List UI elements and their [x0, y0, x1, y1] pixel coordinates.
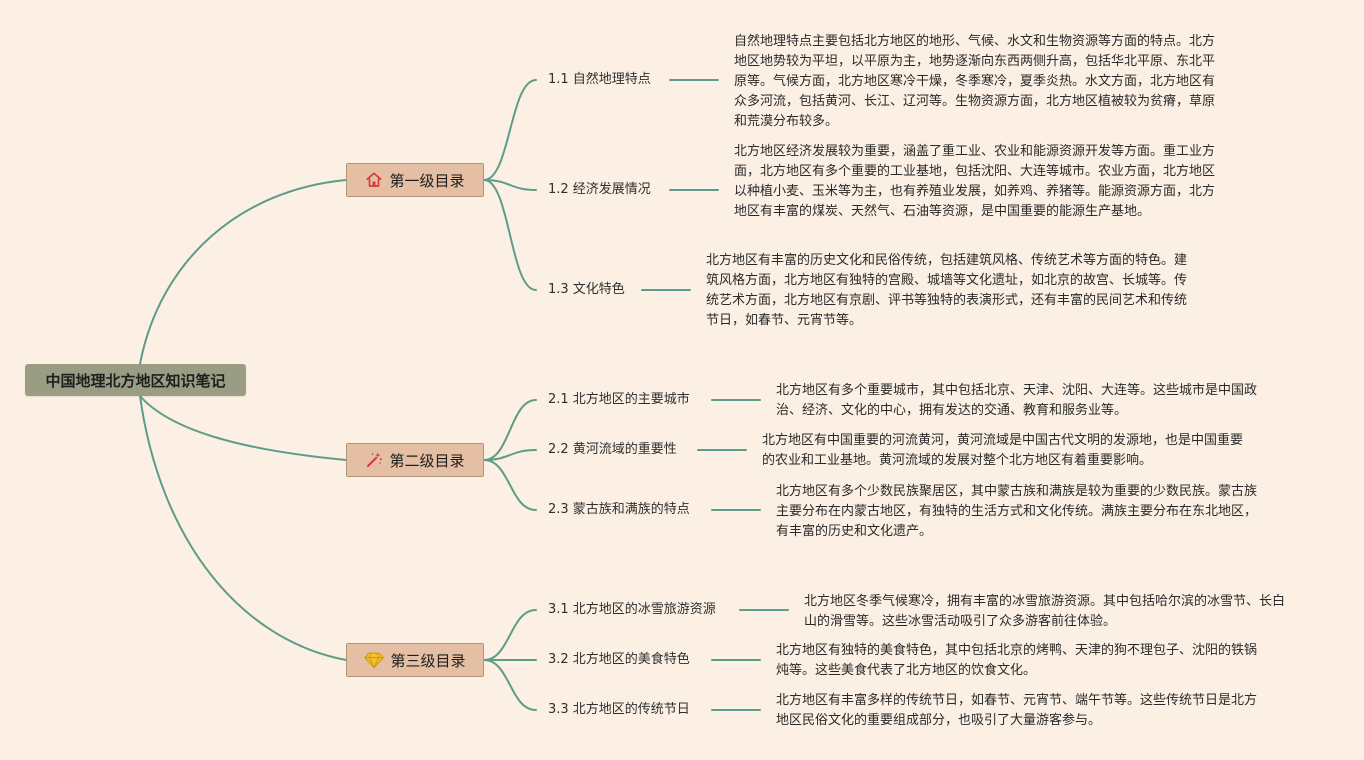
- magic-wand-icon: [367, 452, 383, 467]
- note-3-3[interactable]: 北方地区有丰富多样的传统节日，如春节、元宵节、端午节等。这些传统节日是北方地区民…: [776, 693, 1258, 728]
- branch-label: 第二级目录: [389, 451, 465, 470]
- connector-root-branch-2: [139, 395, 347, 461]
- subtopic-2-3[interactable]: 2.3 蒙古族和满族的特点: [548, 502, 690, 517]
- home-icon: [366, 172, 383, 187]
- note-3-1[interactable]: 北方地区冬季气候寒冷，拥有丰富的冰雪旅游资源。其中包括哈尔滨的冰雪节、长白山的滑…: [804, 594, 1286, 629]
- connector-b1-c3: [483, 179, 537, 291]
- branch-label: 第三级目录: [390, 651, 466, 670]
- connector-b2-c1: [483, 399, 537, 461]
- subtopic-1-3[interactable]: 1.3 文化特色: [548, 282, 625, 297]
- root-topic[interactable]: 中国地理北方地区知识笔记: [25, 364, 246, 396]
- note-1-1[interactable]: 自然地理特点主要包括北方地区的地形、气候、水文和生物资源等方面的特点。北方地区地…: [734, 34, 1216, 129]
- branch-label: 第一级目录: [389, 171, 465, 190]
- branch-topic-2[interactable]: 第二级目录: [346, 443, 484, 477]
- diamond-icon: [364, 652, 385, 669]
- connector-b1-c1: [483, 79, 537, 181]
- subtopic-1-2[interactable]: 1.2 经济发展情况: [548, 182, 651, 197]
- note-2-3[interactable]: 北方地区有多个少数民族聚居区，其中蒙古族和满族是较为重要的少数民族。蒙古族主要分…: [776, 484, 1258, 539]
- subtopic-3-2[interactable]: 3.2 北方地区的美食特色: [548, 652, 690, 667]
- branch-topic-1[interactable]: 第一级目录: [346, 163, 484, 197]
- subtopic-2-1[interactable]: 2.1 北方地区的主要城市: [548, 392, 690, 407]
- subtopic-1-1[interactable]: 1.1 自然地理特点: [548, 72, 651, 87]
- subtopic-3-1[interactable]: 3.1 北方地区的冰雪旅游资源: [548, 602, 716, 617]
- connector-b3-c3: [483, 659, 537, 711]
- note-1-3[interactable]: 北方地区有丰富的历史文化和民俗传统，包括建筑风格、传统艺术等方面的特色。建筑风格…: [706, 253, 1188, 328]
- connector-b3-c1: [483, 609, 537, 661]
- subtopic-2-2[interactable]: 2.2 黄河流域的重要性: [548, 442, 677, 457]
- connector-b2-c2: [483, 449, 537, 461]
- connector-root-branch-3: [139, 395, 347, 661]
- branch-topic-3[interactable]: 第三级目录: [346, 643, 484, 677]
- note-3-2[interactable]: 北方地区有独特的美食特色，其中包括北京的烤鸭、天津的狗不理包子、沈阳的铁锅炖等。…: [776, 643, 1258, 678]
- connector-b1-c2: [483, 179, 537, 191]
- connector-b2-c3: [483, 459, 537, 511]
- note-2-2[interactable]: 北方地区有中国重要的河流黄河，黄河流域是中国古代文明的发源地，也是中国重要的农业…: [762, 433, 1244, 468]
- subtopic-3-3[interactable]: 3.3 北方地区的传统节日: [548, 702, 690, 717]
- note-1-2[interactable]: 北方地区经济发展较为重要，涵盖了重工业、农业和能源资源开发等方面。重工业方面，北…: [734, 144, 1216, 219]
- note-2-1[interactable]: 北方地区有多个重要城市，其中包括北京、天津、沈阳、大连等。这些城市是中国政治、经…: [776, 383, 1258, 418]
- connector-root-branch-1: [139, 179, 347, 365]
